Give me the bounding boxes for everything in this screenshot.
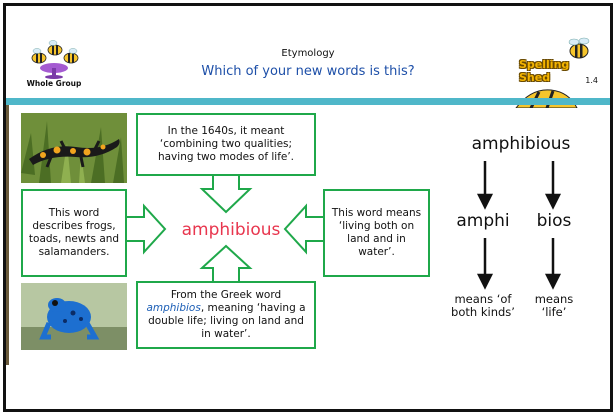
breakdown-arrows [476,161,562,290]
arrow-to-bios [544,193,562,210]
box-greek-origin: From the Greek word amphibios, meaning ‘… [136,281,316,349]
breakdown-part-amphi: amphi [456,211,510,231]
salamander-photo [21,113,127,183]
breakdown-word: amphibious [471,134,571,154]
arrow-to-meaning1 [476,273,494,290]
slide-number: 1.4 [585,76,598,85]
arrow-left [283,203,325,255]
bees-around-table-icon [31,40,79,79]
slide-subtitle: Etymology [281,48,335,59]
greek-word: amphibios [146,301,201,314]
arrow-up [199,244,253,283]
arrow-to-meaning2 [544,273,562,290]
center-word: amphibious [181,220,281,240]
breakdown-part-bios: bios [536,211,572,231]
meaning-text: This word means ‘living both on land and… [331,206,422,259]
blue-frog-photo [21,283,127,350]
greek-origin-lead: From the Greek word [170,288,282,301]
brand-name: Spelling Shed [519,58,570,84]
greek-origin-text: From the Greek word amphibios, meaning ‘… [142,289,310,342]
slide-title: Which of your new words is this? [201,64,415,79]
arrow-right [125,203,167,255]
group-label: Whole Group [26,79,82,88]
description-text: This word describes frogs, toads, newts … [28,206,120,259]
meaning-amphi: means ‘of both kinds’ [451,292,515,320]
header-divider-bar [6,98,610,105]
historical-meaning-text: In the 1640s, it meant ‘combining two qu… [157,124,295,164]
slide: Whole Group Etymology Which of your new … [3,3,613,412]
greek-origin-meaning: , meaning ‘having a double life; living … [148,301,306,341]
whole-group-logo: Whole Group [19,36,89,91]
box-historical-meaning: In the 1640s, it meant ‘combining two qu… [136,113,316,176]
left-edge-strip [6,105,9,365]
arrow-down [199,174,253,214]
bee-icon [568,37,590,59]
arrow-to-amphi [476,193,494,210]
spelling-shed-brand: Spelling Shed [519,36,604,84]
meaning-bios: means ‘life’ [534,292,574,320]
box-description: This word describes frogs, toads, newts … [21,189,127,277]
pointer-arrows [125,174,325,283]
